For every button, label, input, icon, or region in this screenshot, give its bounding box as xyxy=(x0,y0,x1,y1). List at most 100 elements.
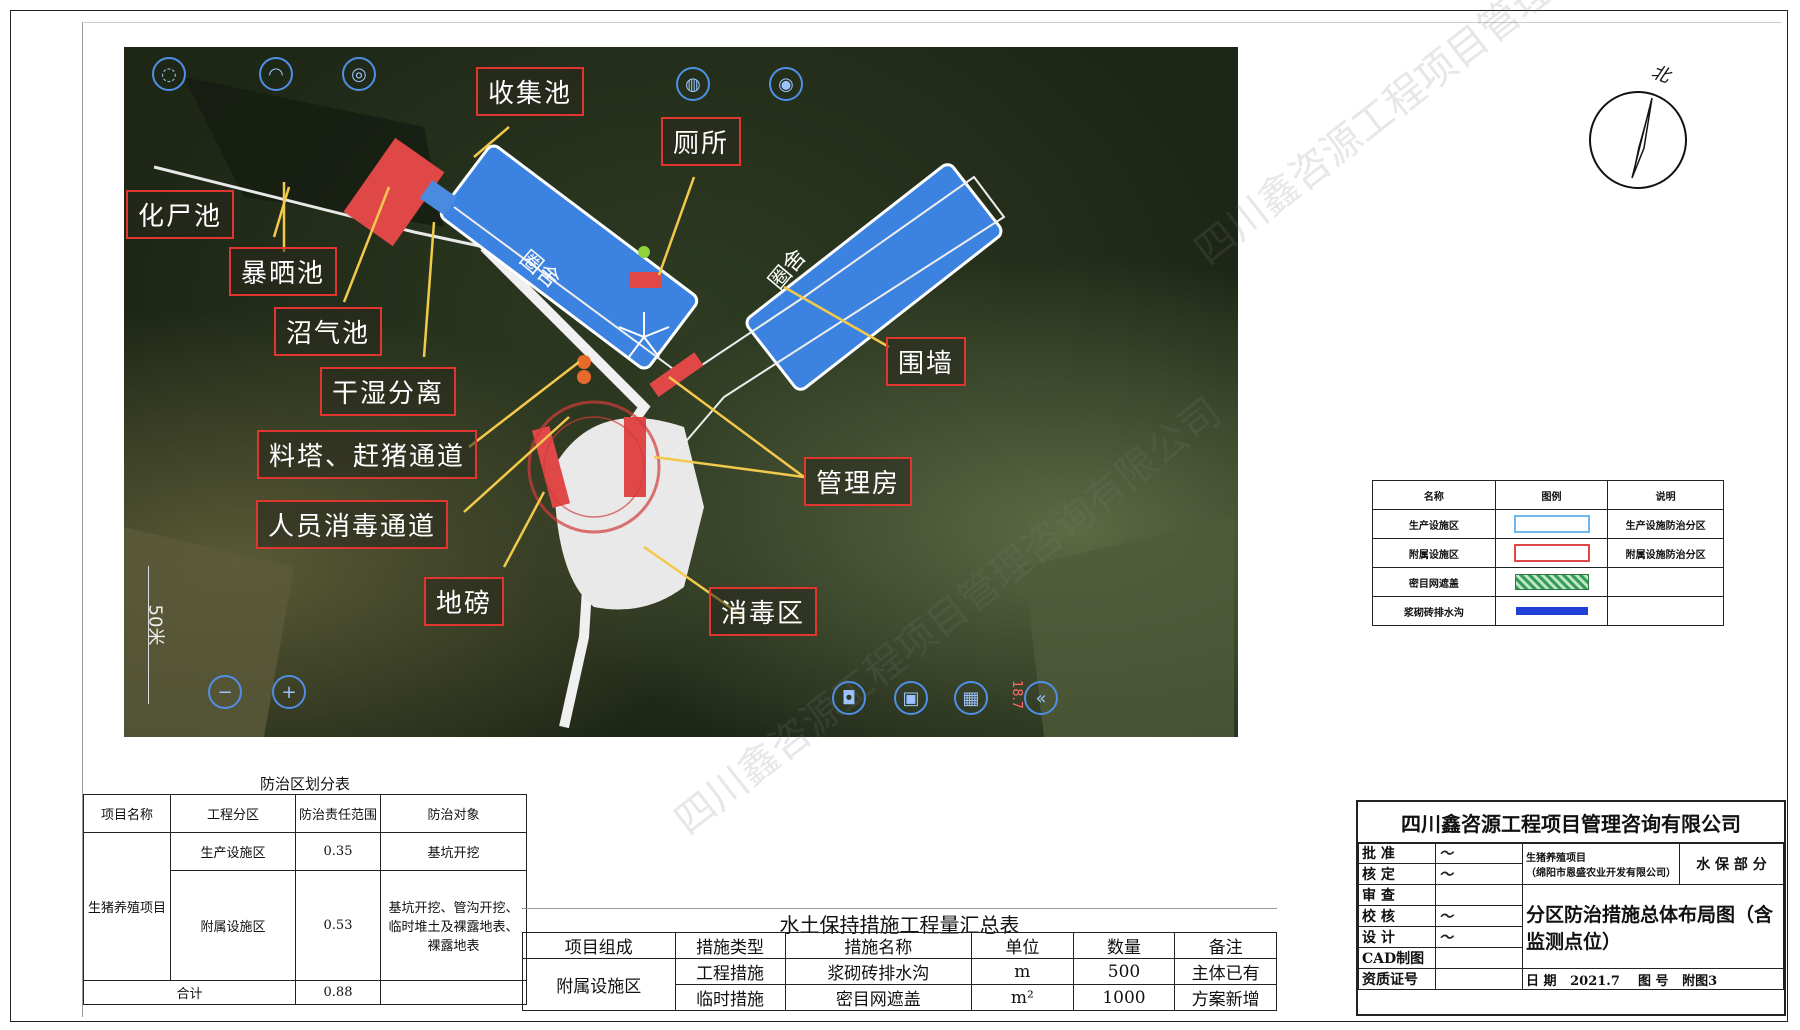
zone-object: 基坑开挖、管沟开挖、临时堆土及裸露地表、裸露地表 xyxy=(380,870,527,981)
role-review: 审 查 xyxy=(1358,884,1436,906)
legend-row-name: 生产设施区 xyxy=(1372,509,1496,539)
aerial-map: 收集池 厕所 化尸池 暴晒池 沼气池 干湿分离 料塔、赶猪通道 人员消毒通道 地… xyxy=(124,47,1238,737)
signature xyxy=(1435,884,1523,906)
signature: 〜 xyxy=(1435,863,1523,885)
label-dry-wet-separation: 干湿分离 xyxy=(320,367,457,416)
role-check: 核 定 xyxy=(1358,863,1436,885)
section-name: 水 保 部 分 xyxy=(1679,842,1784,885)
scale-label: 50米 xyxy=(144,604,166,646)
location-map-icon[interactable]: ◎ xyxy=(342,57,376,91)
drawing-inner-frame xyxy=(82,22,1782,1017)
grid-map-icon[interactable]: ▦ xyxy=(954,681,988,715)
label-toilet: 厕所 xyxy=(661,117,742,166)
legend-table: 名称 图例 说明 生产设施区 生产设施防治分区 附属设施区 附属设施防治分区 密… xyxy=(1372,480,1724,626)
summary-type: 临时措施 xyxy=(674,984,786,1011)
collapse-map-icon[interactable]: « xyxy=(1024,681,1058,715)
summary-header: 措施类型 xyxy=(674,932,786,959)
legend-swatch-auxiliary xyxy=(1513,544,1590,562)
summary-name: 浆砌砖排水沟 xyxy=(784,958,973,985)
role-verify: 校 核 xyxy=(1358,905,1436,927)
label-carcass-pool: 化尸池 xyxy=(126,190,235,239)
layer-map-icon[interactable]: ◍ xyxy=(676,67,710,101)
zone-header: 项目名称 xyxy=(83,794,171,833)
title-block: 四川鑫咨源工程项目管理咨询有限公司 批 准 〜 生猪养殖项目 （绵阳市恩盛农业开… xyxy=(1356,800,1786,1016)
summary-unit: m² xyxy=(971,984,1074,1011)
drawing-no-label: 图 号 xyxy=(1637,973,1669,989)
role-approve: 批 准 xyxy=(1358,842,1436,864)
barn-right xyxy=(745,163,1003,391)
label-sun-pool: 暴晒池 xyxy=(229,247,338,296)
summary-name: 密目网遮盖 xyxy=(784,984,973,1011)
summary-qty: 500 xyxy=(1072,958,1176,985)
toilet xyxy=(629,272,661,288)
date-label: 日 期 xyxy=(1526,973,1557,989)
legend-row-note: 生产设施防治分区 xyxy=(1607,509,1724,539)
zone-area: 生产设施区 xyxy=(170,832,296,871)
summary-qty: 1000 xyxy=(1072,984,1176,1011)
summary-header: 措施名称 xyxy=(784,932,973,959)
date-value: 2021.7 xyxy=(1570,973,1620,989)
role-design: 设 计 xyxy=(1358,926,1436,948)
zone-value: 0.53 xyxy=(295,870,381,981)
project-name: 生猪养殖项目 xyxy=(1526,852,1586,864)
north-arrow-icon xyxy=(1589,91,1687,189)
target-map-icon[interactable]: ◉ xyxy=(769,67,803,101)
signature: 〜 xyxy=(1435,926,1523,948)
legend-swatch-drainage xyxy=(1515,606,1588,615)
zone-object: 基坑开挖 xyxy=(380,832,527,871)
company-name: 四川鑫咨源工程项目管理咨询有限公司 xyxy=(1358,802,1784,844)
legend-header-note: 说明 xyxy=(1607,480,1724,510)
owner-name: （绵阳市恩盛农业开发有限公司） xyxy=(1526,867,1676,879)
site-layout-drawing xyxy=(124,77,1234,737)
zone-value: 0.35 xyxy=(295,832,381,871)
label-biogas-pool: 沼气池 xyxy=(274,307,383,356)
label-management-house: 管理房 xyxy=(804,457,913,506)
zone-table: 项目名称 工程分区 防治责任范围 防治对象 生猪养殖项目 生产设施区 0.35 … xyxy=(83,794,527,1005)
zone-header: 防治对象 xyxy=(380,794,527,833)
legend-swatch-production xyxy=(1513,515,1590,533)
nav-readout: 18.7 xyxy=(1008,680,1024,709)
legend-header-symbol: 图例 xyxy=(1494,480,1609,510)
zone-project-name: 生猪养殖项目 xyxy=(83,832,171,981)
label-wall: 围墙 xyxy=(886,337,967,386)
zone-header: 工程分区 xyxy=(170,794,296,833)
legend-row-name: 密目网遮盖 xyxy=(1372,567,1496,597)
signature: 〜 xyxy=(1435,842,1523,864)
zone-table-caption: 防治区划分表 xyxy=(83,773,527,795)
summary-type: 工程措施 xyxy=(674,958,786,985)
signature: 〜 xyxy=(1435,905,1523,927)
zone-total-value: 0.88 xyxy=(295,980,381,1005)
label-staff-disinfection: 人员消毒通道 xyxy=(256,500,449,549)
photo-map-icon[interactable]: ▣ xyxy=(894,681,928,715)
summary-header: 备注 xyxy=(1174,932,1277,959)
zoom-out-icon[interactable]: − xyxy=(208,675,242,709)
manage-house-1 xyxy=(649,352,704,398)
zoom-in-icon[interactable]: + xyxy=(272,675,306,709)
summary-header: 项目组成 xyxy=(522,932,676,959)
manage-house-2 xyxy=(624,417,646,497)
zone-area: 附属设施区 xyxy=(170,870,296,981)
zone-total-label: 合计 xyxy=(83,980,296,1005)
zone-header: 防治责任范围 xyxy=(295,794,381,833)
legend-row-note xyxy=(1607,596,1724,626)
camera-map-icon[interactable]: ◘ xyxy=(832,681,866,715)
gauge-map-icon[interactable]: ◠ xyxy=(259,57,293,91)
barn-left xyxy=(439,144,699,370)
legend-header-name: 名称 xyxy=(1372,480,1496,510)
summary-note: 主体已有 xyxy=(1174,958,1277,985)
legend-swatch-mesh-cover xyxy=(1514,574,1589,590)
label-disinfection-area: 消毒区 xyxy=(709,587,818,636)
legend-row-note: 附属设施防治分区 xyxy=(1607,538,1724,568)
summary-table: 项目组成 措施类型 措施名称 单位 数量 备注 附属设施区 工程措施 浆砌砖排水… xyxy=(522,932,1277,1011)
summary-header: 单位 xyxy=(971,932,1074,959)
facility-pool xyxy=(343,137,445,247)
scale-bar xyxy=(148,566,163,704)
summary-header: 数量 xyxy=(1072,932,1176,959)
label-feed-tower: 料塔、赶猪通道 xyxy=(257,430,478,479)
summary-group: 附属设施区 xyxy=(522,958,676,1011)
label-collection-pool: 收集池 xyxy=(476,67,585,116)
legend-row-note xyxy=(1607,567,1724,597)
compass-map-icon[interactable]: ◌ xyxy=(152,57,186,91)
summary-note: 方案新增 xyxy=(1174,984,1277,1011)
role-cad: CAD制图 xyxy=(1358,947,1436,969)
